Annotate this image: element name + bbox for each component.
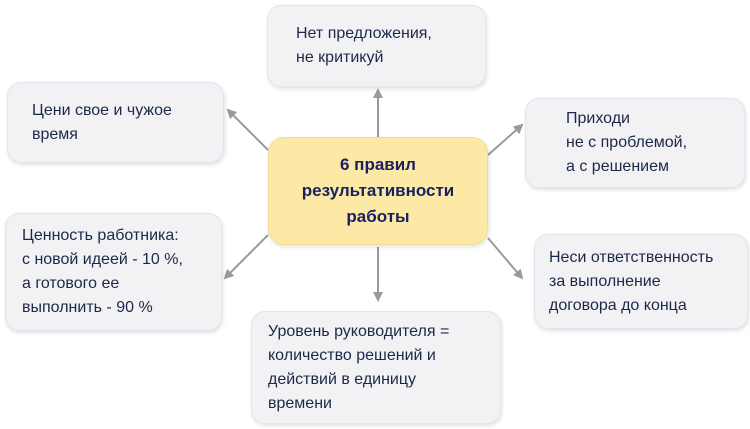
rule-box-worker-value: Ценность работника: с новой идеей - 10 %…	[5, 213, 222, 331]
rule-box-responsibility: Неси ответственность за выполнение догов…	[534, 234, 748, 329]
rule-text: Цени свое и чужое время	[32, 101, 172, 143]
arrow-left-top	[226, 108, 269, 151]
rule-box-manager-level: Уровень руководителя = количество решени…	[251, 311, 501, 424]
rule-text: Ценность работника: с новой идеей - 10 %…	[22, 227, 183, 316]
central-topic-title: 6 правил результативности работы	[301, 155, 455, 226]
rule-box-solution: Приходи не с проблемой, а с решением	[525, 98, 745, 188]
arrow-left-bottom	[223, 234, 269, 280]
central-topic: 6 правил результативности работы	[268, 137, 488, 245]
arrow-right-bottom	[487, 237, 524, 280]
rule-text: Нет предложения, не критикуй	[296, 25, 432, 66]
rule-text: Неси ответственность за выполнение догов…	[549, 248, 714, 314]
rule-text: Уровень руководителя = количество решени…	[268, 322, 450, 412]
rule-box-time: Цени свое и чужое время	[7, 82, 224, 163]
rule-box-no-proposal: Нет предложения, не критикуй	[267, 5, 486, 87]
arrow-right-top	[487, 123, 524, 156]
rule-text: Приходи не с проблемой, а с решением	[566, 110, 688, 175]
